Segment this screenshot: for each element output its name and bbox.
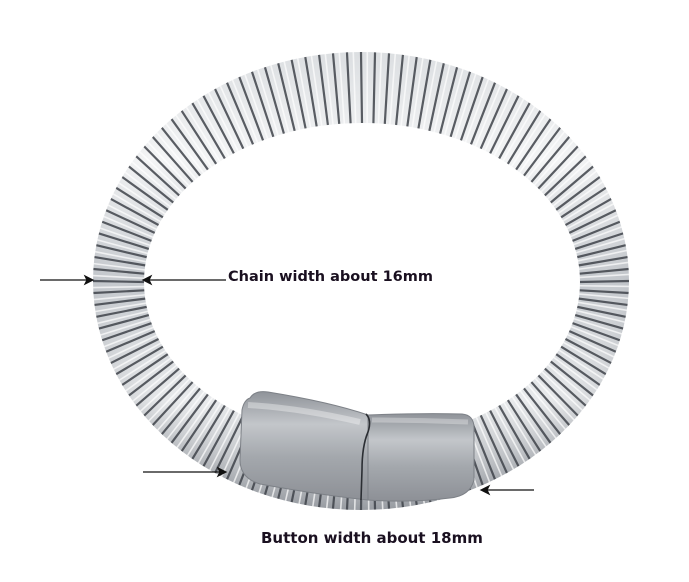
button-width-label: Button width about 18mm <box>261 529 483 547</box>
bracelet-chain <box>80 40 640 520</box>
button-width-arrows <box>143 466 534 496</box>
chain-width-label: Chain width about 16mm <box>228 269 433 285</box>
bracelet-clasp <box>239 391 475 502</box>
chain-width-arrows <box>40 274 226 286</box>
